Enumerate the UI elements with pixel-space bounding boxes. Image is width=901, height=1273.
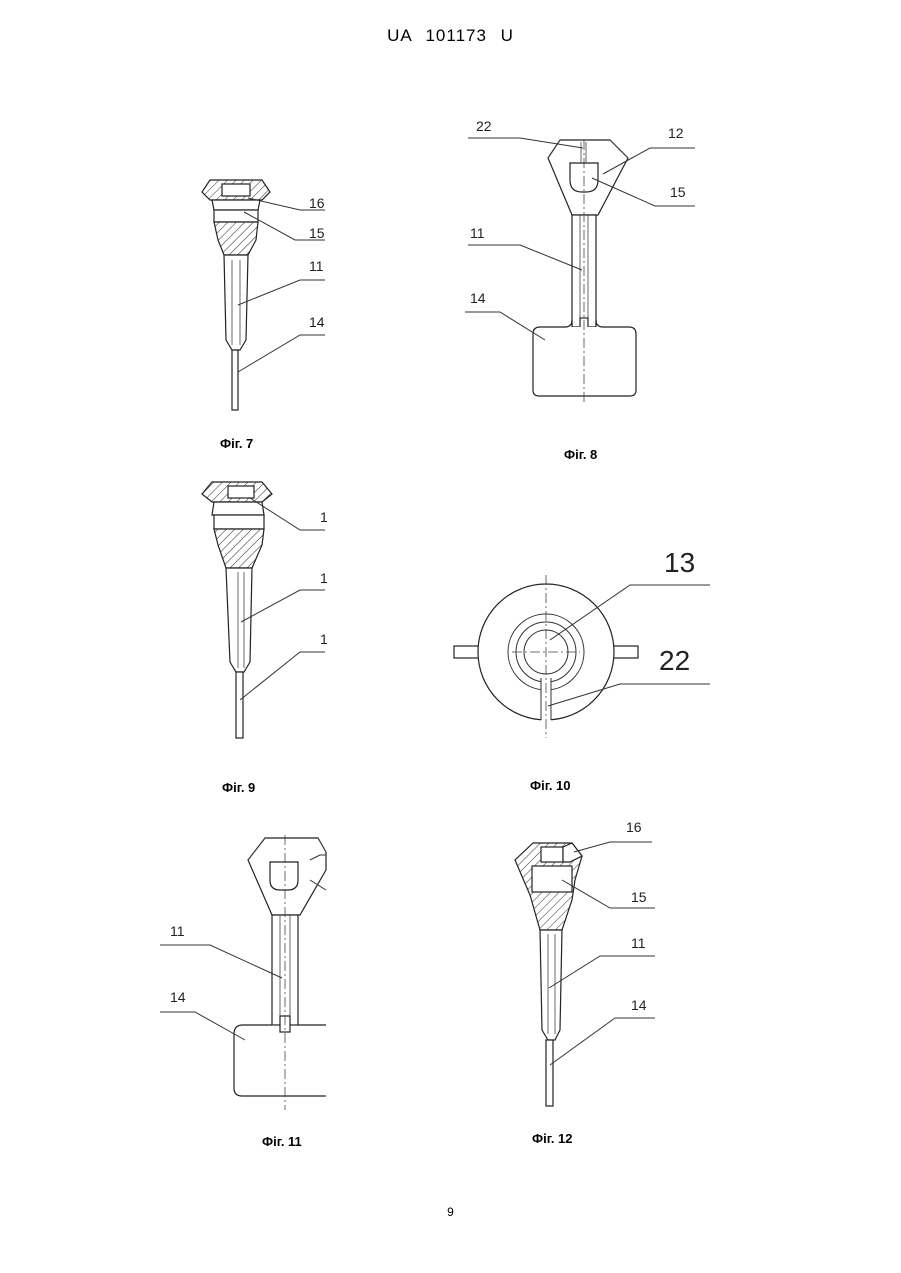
fig7-label-15: 15: [309, 225, 325, 241]
page-number: 9: [0, 1205, 901, 1219]
figure-12: 16 15 11 14 Фіг. 12: [515, 819, 655, 1146]
fig7-caption: Фіг. 7: [220, 436, 253, 451]
fig12-label-16: 16: [626, 819, 642, 835]
fig8-label-12: 12: [668, 125, 684, 141]
fig10-caption: Фіг. 10: [530, 778, 571, 793]
fig7-label-11: 11: [309, 258, 324, 274]
fig8-label-15: 15: [670, 184, 686, 200]
fig11-label-11: 11: [170, 923, 185, 939]
fig7-label-16: 16: [309, 195, 325, 211]
figure-9: 1 1 1 Фіг. 9: [202, 482, 328, 795]
fig12-label-11: 11: [631, 935, 646, 951]
fig7-label-14: 14: [309, 314, 325, 330]
fig12-caption: Фіг. 12: [532, 1131, 573, 1146]
fig10-label-22: 22: [659, 645, 690, 676]
figure-8: 22 12 15 11 14 Фіг. 8: [465, 118, 695, 462]
fig9-caption: Фіг. 9: [222, 780, 255, 795]
fig9-label-1c: 1: [320, 631, 328, 647]
fig12-label-15: 15: [631, 889, 647, 905]
figure-10: 13 22 Фіг. 10: [454, 547, 710, 793]
fig8-label-14: 14: [470, 290, 486, 306]
fig8-label-11: 11: [470, 225, 485, 241]
fig12-label-14: 14: [631, 997, 647, 1013]
figure-11: 11 14 Фіг. 11: [160, 835, 326, 1149]
fig9-label-1a: 1: [320, 509, 328, 525]
fig11-label-14: 14: [170, 989, 186, 1005]
fig8-caption: Фіг. 8: [564, 447, 597, 462]
figure-7: 16 15 11 14 Фіг. 7: [202, 180, 325, 451]
fig9-label-1b: 1: [320, 570, 328, 586]
fig10-label-13: 13: [664, 547, 695, 578]
fig11-caption: Фіг. 11: [262, 1134, 302, 1149]
fig8-label-22: 22: [476, 118, 492, 134]
